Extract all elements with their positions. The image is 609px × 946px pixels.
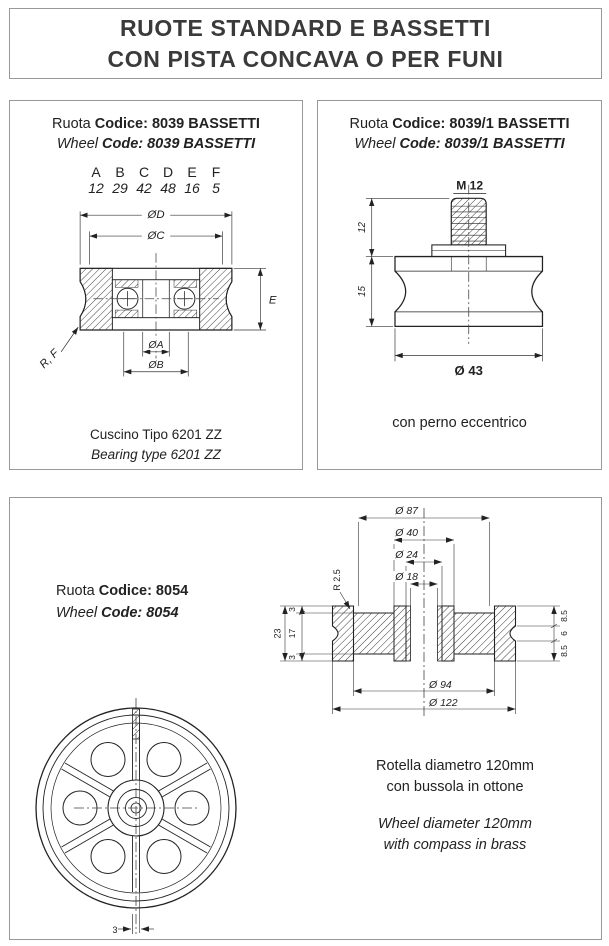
title-prefix-en: Wheel xyxy=(56,136,103,153)
dim-label-thread: M 12 xyxy=(456,178,483,192)
panel-8039-1: Ruota Codice: 8039/1 BASSETTI Wheel Code… xyxy=(317,100,602,470)
title-prefix-it: Ruota xyxy=(349,116,393,132)
dim-label-dia40: Ø 40 xyxy=(394,527,418,539)
dim-e xyxy=(233,267,267,330)
dim-label-dia87: Ø 87 xyxy=(394,505,419,517)
dim-label-85-top: 8.5 xyxy=(559,610,569,622)
left-height-dims xyxy=(280,605,354,662)
dim-label-3-bottom: 3 xyxy=(287,655,297,660)
dim-label-dia-d: ØD xyxy=(146,209,164,221)
page-title-line1: RUOTE STANDARD E BASSETTI xyxy=(119,15,492,42)
panel-8039-title-en: Wheel Code: 8039 BASSETTI xyxy=(52,134,260,154)
dim-label-dia-a: ØA xyxy=(147,340,163,351)
dim-label-dia-b: ØB xyxy=(147,360,163,371)
dim-header: E xyxy=(187,163,197,180)
panel-8039-1-caption: con perno eccentrico xyxy=(392,414,527,431)
dim-3-bottom xyxy=(118,914,154,934)
title-code-en: Code: 8039/1 BASSETTI xyxy=(399,136,565,153)
panel-8054: Ruota Codice: 8054 Wheel Code: 8054 xyxy=(9,497,602,940)
dim-label-stud-height: 12 xyxy=(356,221,367,232)
wheel-8039-1-drawing: 12 15 M 12 xyxy=(356,178,543,378)
dim-header: F xyxy=(211,163,221,180)
dim-label-3-top: 3 xyxy=(287,607,297,612)
bearing xyxy=(111,278,201,318)
dimension-table-values: 12 29 42 48 16 5 xyxy=(84,180,228,196)
panel-8039-1-title: Ruota Codice: 8039/1 BASSETTI Wheel Code… xyxy=(349,114,569,155)
dim-value: 42 xyxy=(136,179,152,196)
wheel-caption-it-2: con bussola in ottone xyxy=(386,779,524,796)
dim-header: B xyxy=(115,163,125,180)
wheel-caption-en-2: with compass in brass xyxy=(383,837,527,854)
dim-value: 16 xyxy=(184,179,200,196)
dim-label-85-bottom: 8.5 xyxy=(559,645,569,657)
wheel-8054-section-drawing: Ø 87 Ø 40 Ø 24 Ø 18 xyxy=(273,505,569,718)
panel-8039-1-title-en: Wheel Code: 8039/1 BASSETTI xyxy=(349,134,569,154)
dim-label-diameter: Ø 43 xyxy=(454,363,482,378)
dim-label-dia18: Ø 18 xyxy=(394,571,418,583)
wheel-caption-it-1: Rotella diametro 120mm xyxy=(376,758,534,774)
dim-header: A xyxy=(91,163,101,180)
title-code-it: Codice: 8039/1 BASSETTI xyxy=(392,116,570,132)
dim-label-e: E xyxy=(269,294,277,306)
panel-8054-caption: Rotella diametro 120mm con bussola in ot… xyxy=(322,756,588,856)
center-lines xyxy=(74,698,198,934)
wheel-caption-en-1: Wheel diameter 120mm xyxy=(378,816,532,833)
title-prefix-en: Wheel xyxy=(56,605,102,622)
bearing-caption-en: Bearing type 6201 ZZ xyxy=(91,446,221,462)
panel-8054-title-en: Wheel Code: 8054 xyxy=(56,602,188,624)
page-header: RUOTE STANDARD E BASSETTI CON PISTA CONC… xyxy=(9,8,602,79)
dim-label-dia24: Ø 24 xyxy=(394,549,418,561)
title-code-it: Codice: 8054 xyxy=(98,583,189,599)
bearing-caption-it: Cuscino Tipo 6201 ZZ xyxy=(89,426,223,442)
dim-header: C xyxy=(138,163,150,180)
dim-label-17: 17 xyxy=(287,629,297,639)
panel-8039-title: Ruota Codice: 8039 BASSETTI Wheel Code: … xyxy=(52,114,260,155)
page-title-line2: CON PISTA CONCAVA O PER FUNI xyxy=(107,45,504,72)
panel-8054-title: Ruota Codice: 8054 Wheel Code: 8054 xyxy=(56,580,188,625)
title-code-en: Code: 8054 xyxy=(101,605,179,622)
dim-a-b xyxy=(123,331,189,377)
dim-label-w3: 3 xyxy=(112,925,117,935)
pulley-section-body xyxy=(331,605,517,662)
panel-8039: Ruota Codice: 8039 BASSETTI Wheel Code: … xyxy=(9,100,303,470)
dim-label-6: 6 xyxy=(559,631,569,636)
dim-value: 12 xyxy=(88,179,104,196)
title-code-en: Code: 8039 BASSETTI xyxy=(102,136,256,153)
title-prefix-en: Wheel xyxy=(354,136,400,153)
wheel-8039-section-drawing: ØD ØC xyxy=(38,207,277,377)
panel-8039-1-title-it: Ruota Codice: 8039/1 BASSETTI xyxy=(349,114,569,134)
dim-value: 48 xyxy=(160,179,176,196)
title-prefix-it: Ruota xyxy=(56,583,99,599)
wheel-8054-front-drawing: 3 xyxy=(35,698,237,935)
title-code-it: Codice: 8039 BASSETTI xyxy=(94,116,260,132)
title-prefix-it: Ruota xyxy=(52,116,95,132)
dim-label-dia-c: ØC xyxy=(146,230,165,242)
bottom-diameter-dims xyxy=(332,661,516,714)
dim-value: 29 xyxy=(112,179,128,196)
right-flange-dims xyxy=(517,605,560,662)
dim-label-wheel-height: 15 xyxy=(356,285,367,296)
dim-label-rf: R, F xyxy=(38,346,62,370)
dim-diameter xyxy=(394,327,543,361)
dim-header: D xyxy=(162,163,174,180)
dim-label-dia94: Ø 94 xyxy=(428,679,452,691)
dim-label-23: 23 xyxy=(273,628,283,638)
dim-label-radius: R 2.5 xyxy=(332,569,342,591)
panel-8054-title-it: Ruota Codice: 8054 xyxy=(56,580,188,602)
panel-8039-caption: Cuscino Tipo 6201 ZZ Bearing type 6201 Z… xyxy=(90,425,222,466)
left-dimensions xyxy=(365,197,449,327)
dim-label-dia122: Ø 122 xyxy=(428,697,458,709)
dim-value: 5 xyxy=(212,179,220,196)
panel-8039-title-it: Ruota Codice: 8039 BASSETTI xyxy=(52,114,260,134)
